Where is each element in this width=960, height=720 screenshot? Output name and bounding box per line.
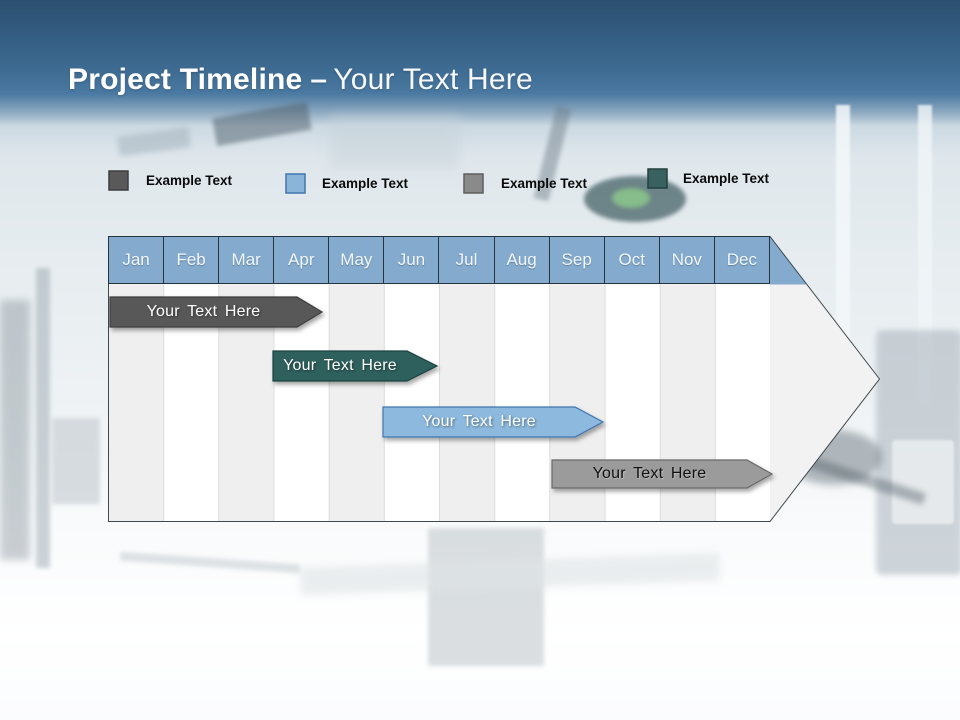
month-header-row: Jan Feb Mar Apr May Jun Jul Aug Sep Oct … [108,236,770,284]
anesthesia-machine-shape [876,330,960,575]
ceiling-light-shape [212,101,312,147]
legend-item-2: Example Text [285,172,408,194]
legend-swatch-icon [463,172,484,194]
legend-swatch-icon [285,172,306,194]
legend-item-4: Example Text [647,167,769,189]
month-cell-feb: Feb [164,237,220,283]
table-top-shape [299,552,721,596]
legend-label: Example Text [322,175,409,191]
legend-label: Example Text [683,170,770,186]
legend-swatch-icon [108,169,129,191]
month-cell-dec: Dec [726,250,758,269]
gantt-bar-2-label: Your Text Here [283,357,397,374]
slide-title-secondary: Your Text Here [333,63,533,96]
month-cell-aug: Aug [495,237,550,283]
gantt-bar-3-label: Your Text Here [422,413,536,430]
slide-title-primary: Project Timeline [68,63,303,96]
left-equipment-shape [0,300,30,560]
month-cell-jan: Jan [109,237,165,283]
ceiling-light-shape [116,127,192,157]
slide-title: Project Timeline–Your Text Here [68,60,533,100]
legend-label: Example Text [146,172,233,188]
lamp-glow-shape [612,188,650,208]
month-cell-apr: Apr [274,237,330,283]
timeline-chart: Jan Feb Mar Apr May Jun Jul Aug Sep Oct … [108,236,880,522]
month-cell-sep: Sep [550,237,605,283]
gantt-bar-3 [382,406,605,438]
gantt-bar-4-label: Your Text Here [592,465,707,482]
legend-item-1: Example Text [108,169,232,191]
legend-swatch-icon [647,167,668,189]
gantt-bar-4 [551,459,774,489]
gantt-bar-1-label: Your Text Here [146,303,261,320]
legend-item-3: Example Text [463,172,587,194]
ceiling-panel-shape [330,116,460,168]
month-cell-jul: Jul [439,237,495,283]
month-cell-may: May [329,237,385,283]
slide-title-separator: – [310,63,328,96]
cable-shape [119,551,301,574]
left-pole-shape [36,268,50,568]
month-cell-nov: Nov [660,237,715,283]
timeline-arrow-graphic [108,236,880,522]
gantt-bar-1 [109,296,324,328]
month-cell-oct: Oct [605,237,660,283]
gantt-bars [109,296,774,489]
legend-label: Example Text [501,175,588,191]
month-cell-mar: Mar [219,237,275,283]
gantt-bar-2 [272,350,439,382]
window-frame-shape [918,105,932,405]
machine-front-shape [892,440,954,524]
left-monitor-shape [52,418,100,504]
table-pedestal-shape [428,528,544,666]
month-cell-jun: Jun [384,237,440,283]
